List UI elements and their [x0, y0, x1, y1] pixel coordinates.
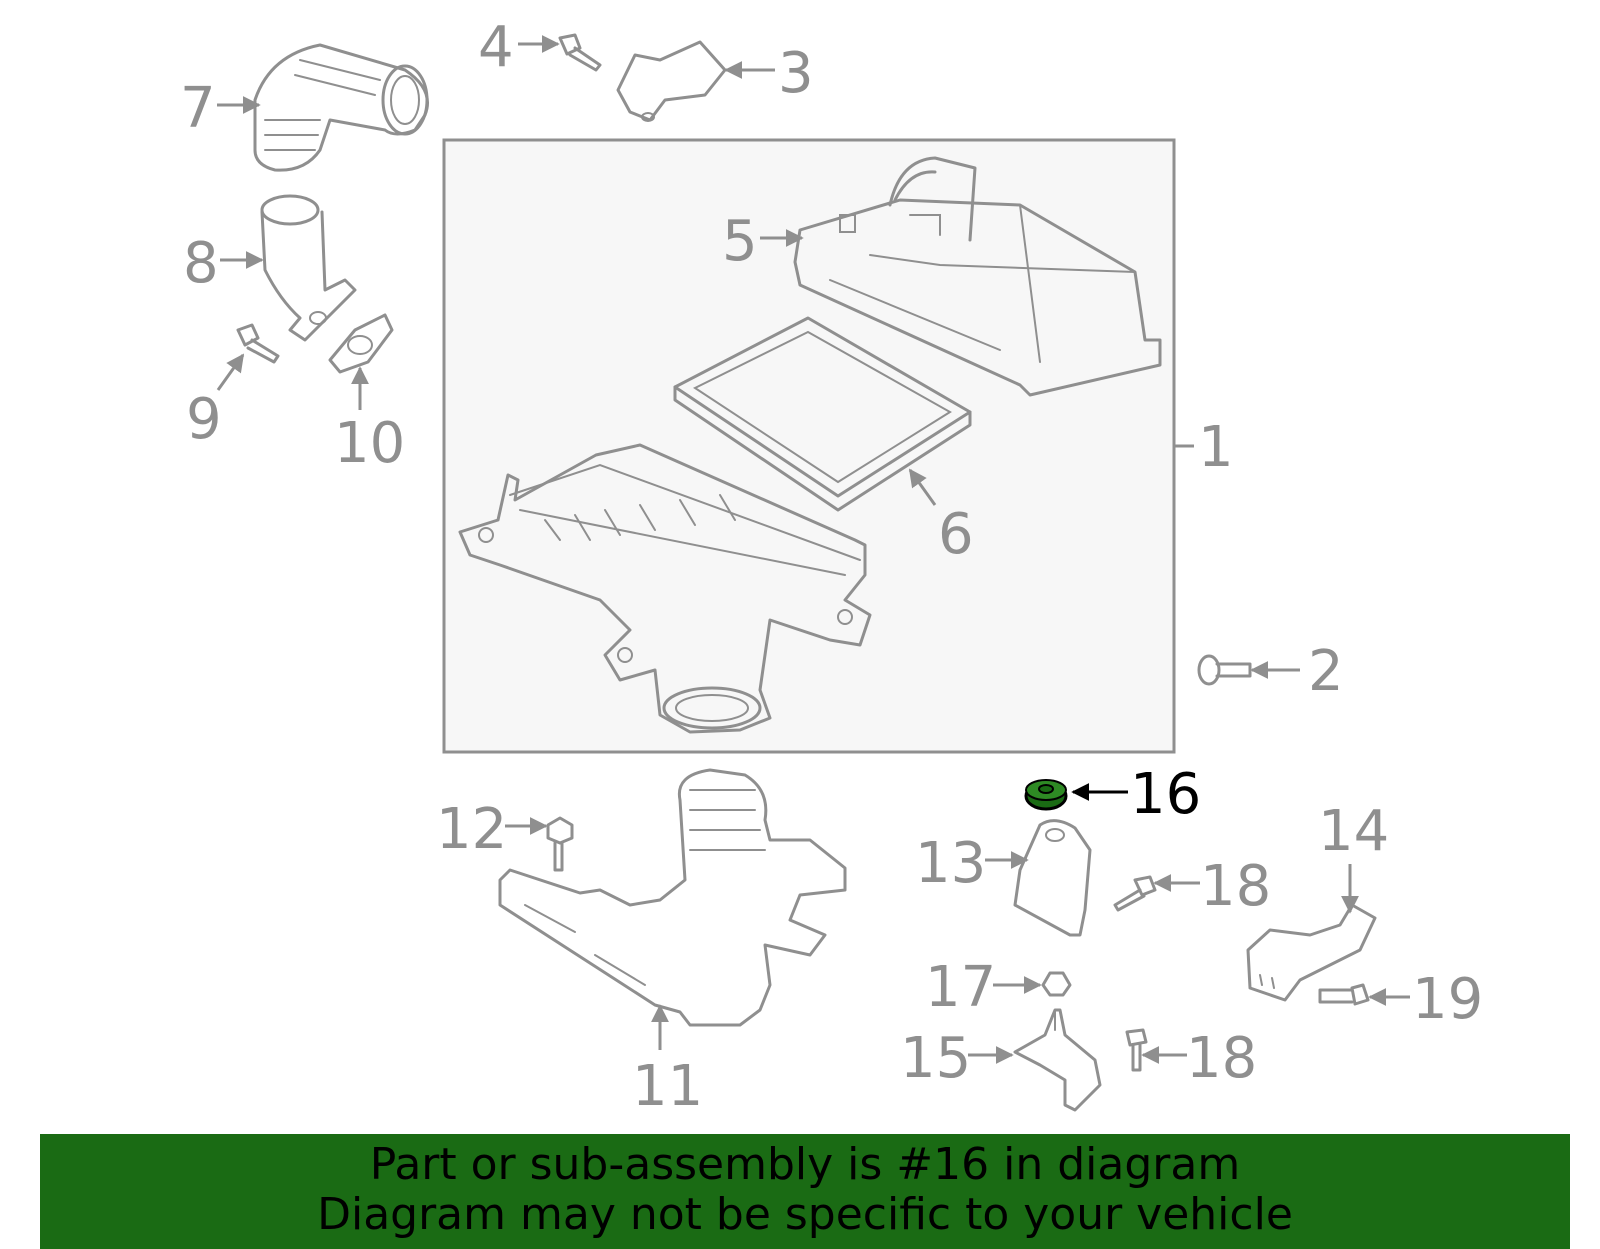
bolt-18-lower-part [1125, 1028, 1148, 1072]
callout-5: 5 [722, 209, 758, 274]
filter-element-part [673, 316, 972, 512]
callout-7: 7 [180, 76, 216, 141]
bolt-4-part [558, 33, 602, 72]
callout-13: 13 [915, 831, 986, 896]
callout-19: 19 [1412, 967, 1483, 1032]
callout-17: 17 [925, 955, 996, 1020]
air-cleaner-assembly-box [442, 138, 1176, 754]
upper-housing-part [793, 156, 1162, 397]
callout-2: 2 [1308, 639, 1344, 704]
bolt-19-part [1318, 983, 1370, 1006]
callout-10: 10 [334, 411, 405, 476]
callout-4: 4 [478, 15, 514, 80]
gasket-part [328, 313, 394, 374]
bracket-14-part [1246, 903, 1377, 1002]
bolt-18-upper-part [1113, 875, 1157, 912]
callout-12: 12 [436, 797, 507, 862]
duct-11-part [498, 768, 847, 1027]
lower-housing-part [458, 443, 872, 734]
bracket-13-part [1013, 819, 1092, 937]
callout-8: 8 [183, 231, 219, 296]
callout-18-upper: 18 [1200, 854, 1271, 919]
bracket-3-part [616, 40, 727, 122]
info-banner: Part or sub-assembly is #16 in diagram D… [40, 1134, 1570, 1249]
callout-18-lower: 18 [1186, 1026, 1257, 1091]
banner-line-part-number: Part or sub-assembly is #16 in diagram [369, 1139, 1241, 1190]
callout-16: 16 [1130, 762, 1201, 827]
callout-14: 14 [1318, 799, 1389, 864]
callout-9: 9 [186, 387, 222, 452]
callout-15: 15 [900, 1026, 971, 1091]
bracket-15-part [1013, 1008, 1102, 1112]
callout-6: 6 [938, 502, 974, 567]
callout-3: 3 [778, 41, 814, 106]
intake-hose-part [253, 43, 429, 172]
bolt-2-part [1197, 654, 1252, 686]
leader-9 [216, 353, 245, 391]
leader-6 [908, 468, 937, 506]
adapter-part [260, 194, 357, 342]
banner-line-disclaimer: Diagram may not be specific to your vehi… [317, 1189, 1293, 1240]
bolt-12-part [546, 816, 574, 872]
bolt-9-part [236, 323, 280, 364]
grommet-16-part [1024, 779, 1068, 811]
callout-11: 11 [632, 1054, 703, 1119]
callout-1: 1 [1198, 415, 1234, 480]
nut-17-part [1041, 971, 1072, 997]
